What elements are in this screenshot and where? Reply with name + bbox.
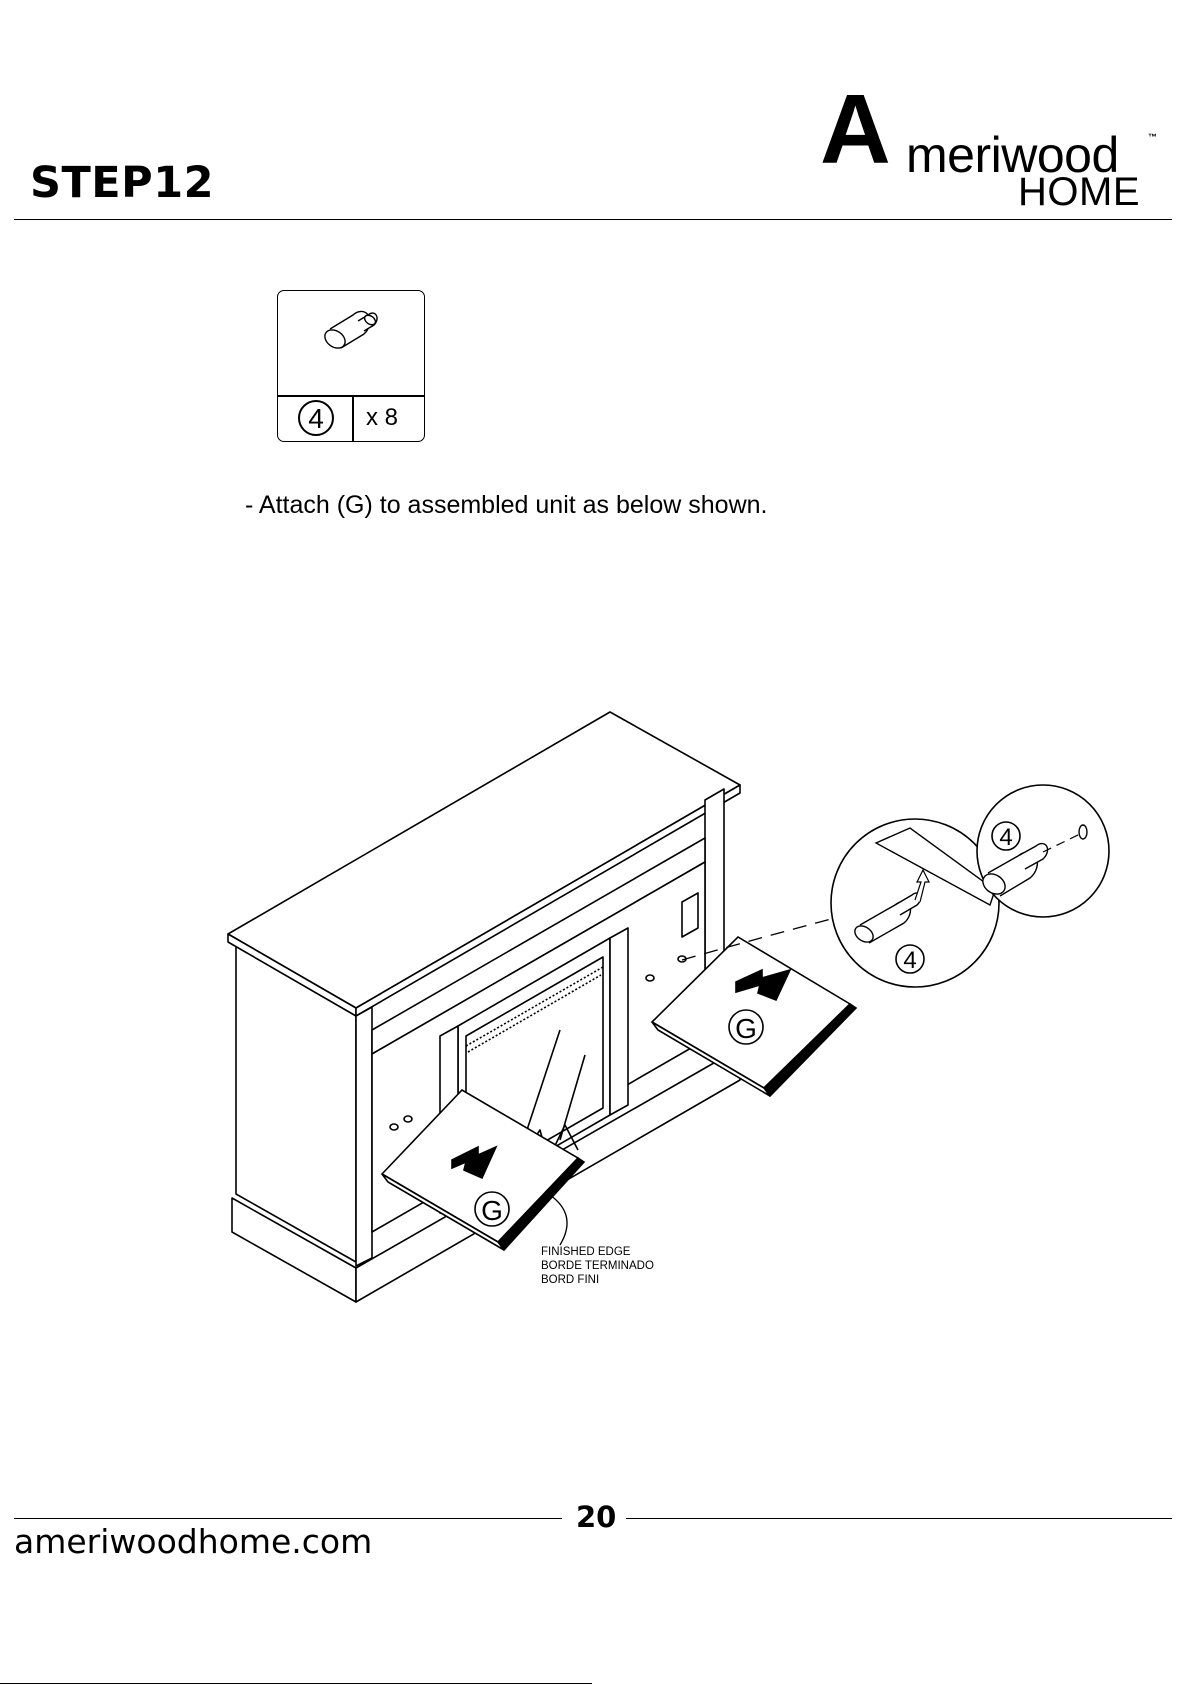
instruction-text: - Attach (G) to assembled unit as below … <box>245 490 767 520</box>
zoom-part-label: 4 <box>999 824 1012 851</box>
brand-logo: A meriwood ™ HOME <box>820 80 1180 215</box>
header-divider <box>14 219 1172 220</box>
website-link[interactable]: ameriwoodhome.com <box>14 1522 372 1561</box>
callout-line-fr: BORD FINI <box>541 1273 654 1287</box>
hardware-box: 4 x 8 <box>277 290 425 442</box>
finished-edge-callout: FINISHED EDGE BORDE TERMINADO BORD FINI <box>541 1245 654 1287</box>
hardware-box-divider <box>352 395 354 441</box>
callout-line-en: FINISHED EDGE <box>541 1245 654 1259</box>
dowel-icon <box>278 291 424 395</box>
assembly-diagram: 4 4 G G <box>0 680 1191 1330</box>
part-number-badge: 4 <box>298 400 334 436</box>
page-number: 20 <box>576 1500 616 1534</box>
brand-logo-letter: A <box>820 80 891 178</box>
step-title: STEP12 <box>30 158 214 208</box>
callout-line-es: BORDE TERMINADO <box>541 1259 654 1273</box>
panel-label-right: G <box>735 1013 757 1044</box>
footer-divider <box>626 1518 1172 1519</box>
hardware-box-divider <box>278 395 424 397</box>
brand-logo-home: HOME <box>1018 172 1140 212</box>
panel-label-left: G <box>481 1195 503 1226</box>
footer-divider <box>14 1518 562 1519</box>
page-bottom-rule <box>0 1683 592 1684</box>
part-quantity: x 8 <box>366 404 398 432</box>
brand-logo-trademark: ™ <box>1148 132 1157 142</box>
zoom-part-label: 4 <box>903 947 916 974</box>
